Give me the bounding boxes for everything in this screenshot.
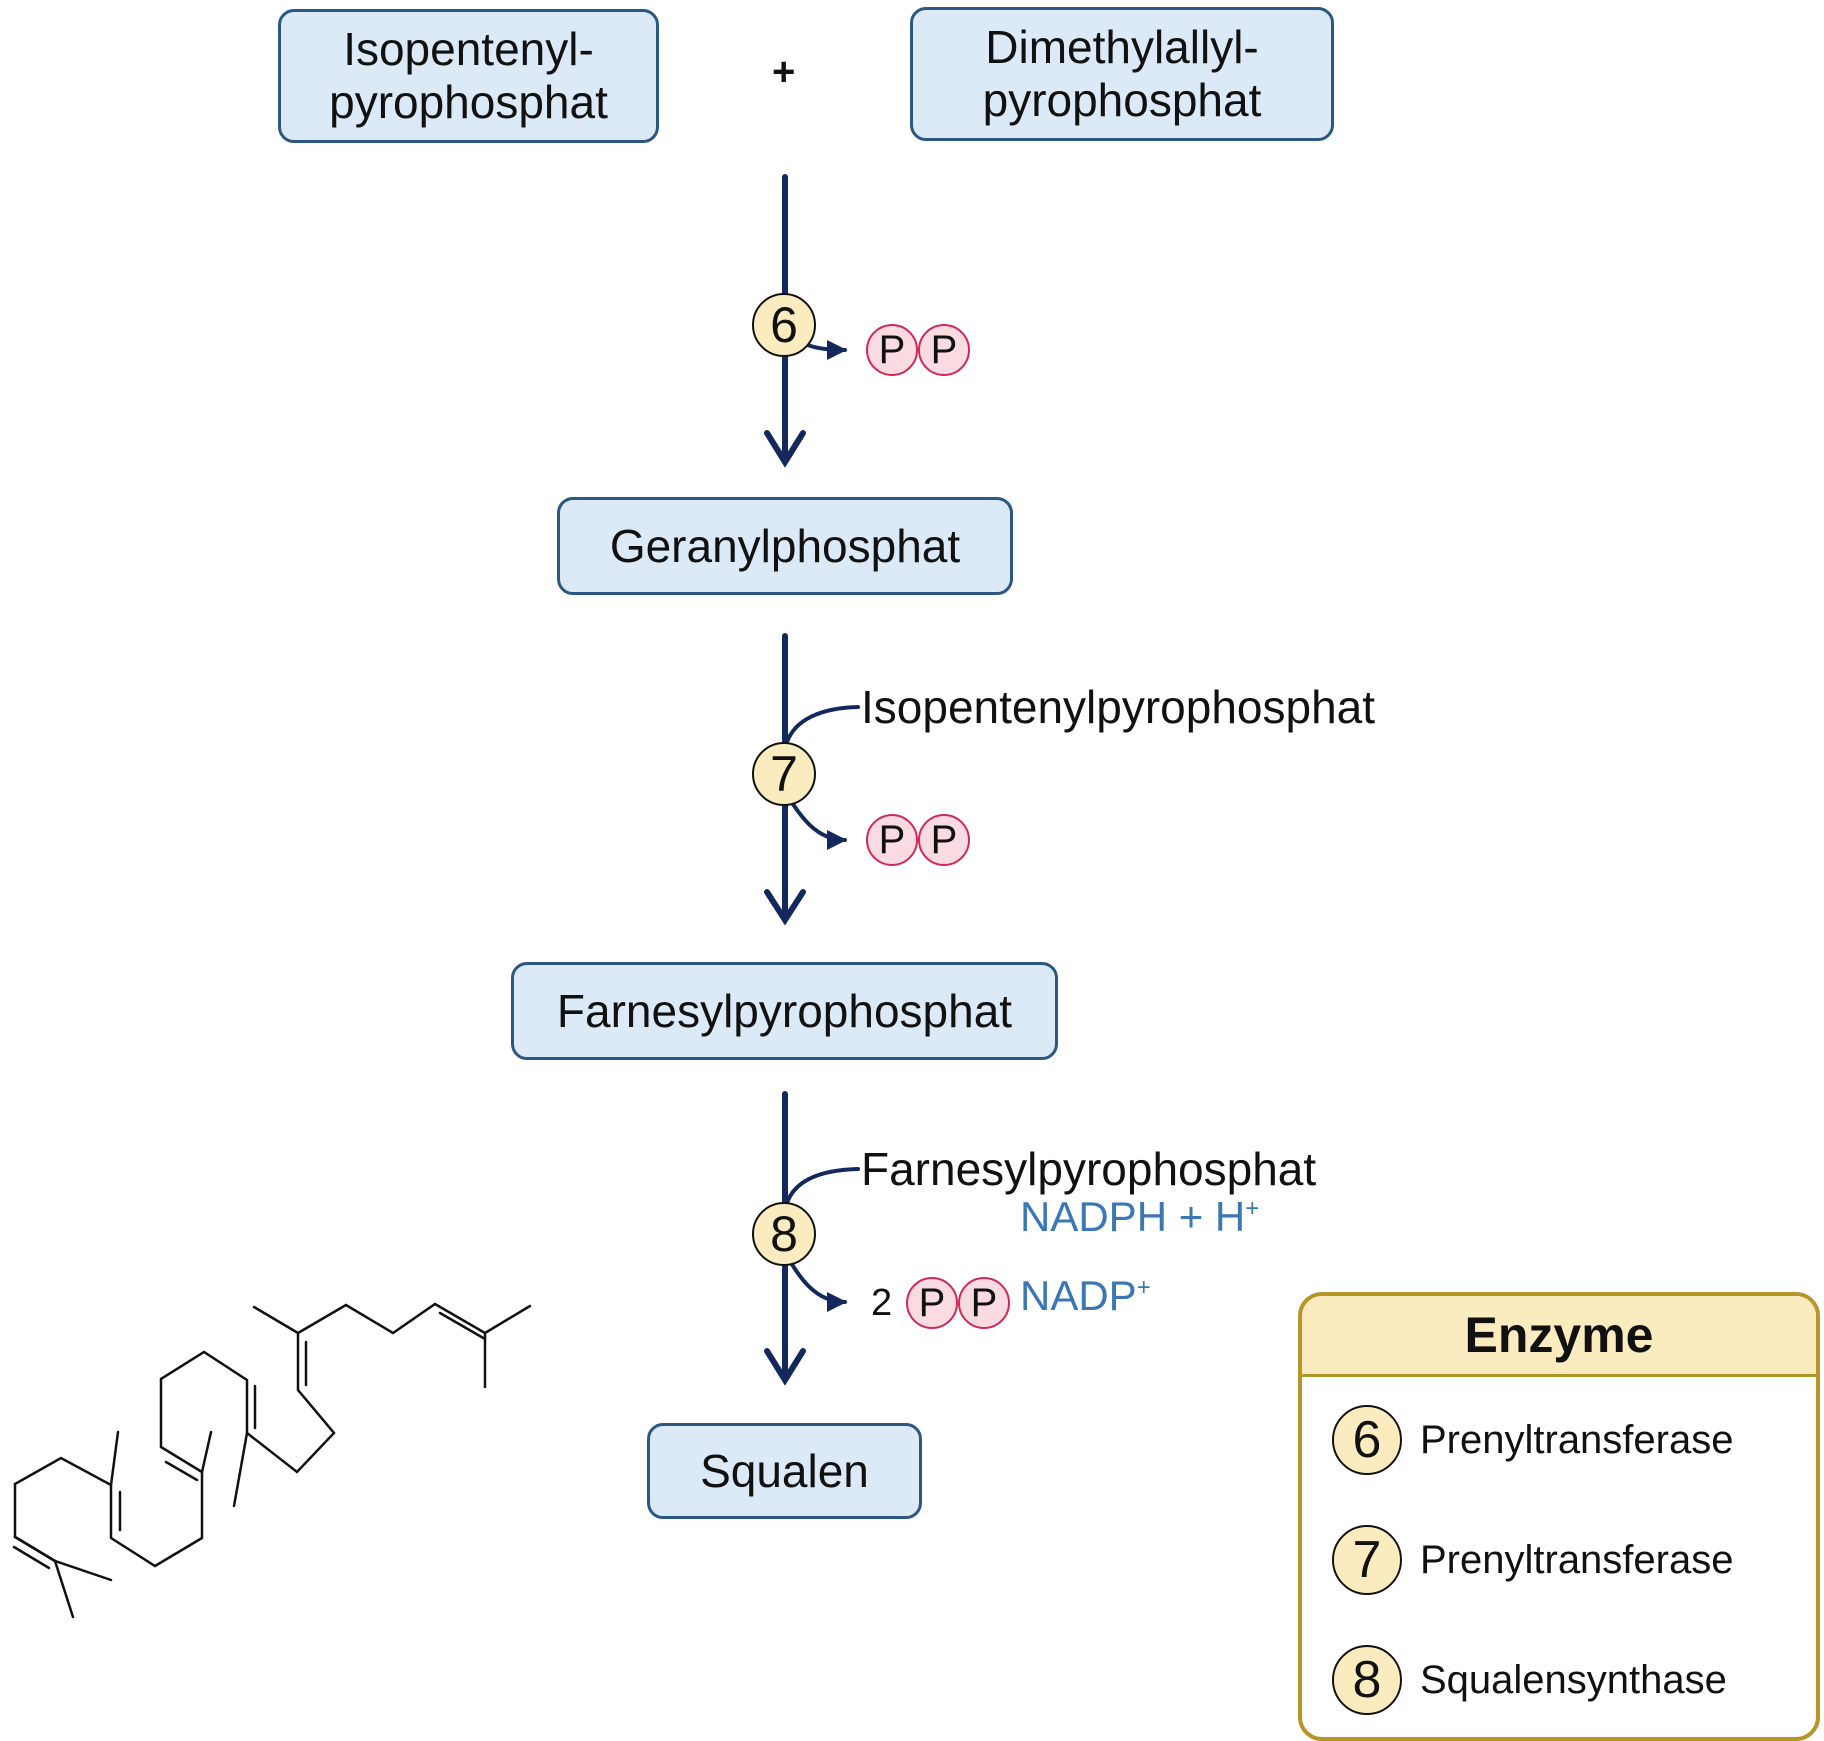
substrate-isopentenylpyrophosphat: Isopentenyl- pyrophosphat [278, 9, 659, 143]
substrate-dimethylallylpyrophosphat: Dimethylallyl- pyrophosphat [910, 7, 1334, 141]
cofactor-nadph: NADPH + H+ [1020, 1193, 1259, 1241]
legend-title: Enzyme [1302, 1296, 1816, 1377]
enzyme-6-circle: 6 [752, 293, 816, 357]
arrowhead-step-8 [764, 1348, 806, 1386]
released-prefix-8: 2 [871, 1282, 893, 1324]
phosphate-7b: P [918, 814, 970, 866]
enzyme-7-circle: 7 [752, 742, 816, 806]
product-geranylphosphat: Geranylphosphat [557, 497, 1013, 595]
legend-number-8: 8 [1332, 1645, 1402, 1715]
arrowhead-step-7 [764, 889, 806, 926]
input-curve-8 [785, 1167, 860, 1205]
phosphate-6b: P [918, 324, 970, 376]
legend-number-7: 7 [1332, 1525, 1402, 1595]
cofactor-in-8: Farnesylpyrophosphat [861, 1143, 1317, 1195]
squalene-structure [12, 1302, 532, 1619]
phosphate-8a: P [906, 1277, 958, 1329]
input-curve-7 [785, 705, 860, 744]
phosphate-8b: P [958, 1277, 1010, 1329]
product-farnesylpyrophosphat: Farnesylpyrophosphat [511, 962, 1058, 1060]
product-squalen: Squalen [647, 1423, 922, 1519]
legend-item-8: 8 Squalensynthase [1332, 1645, 1727, 1715]
released-nadp: NADP+ [1020, 1272, 1151, 1320]
legend-name-6: Prenyltransferase [1420, 1417, 1734, 1462]
cofactor-in-7: Isopentenylpyrophosphat [861, 681, 1376, 733]
released-nadp-text: NADP [1020, 1272, 1137, 1319]
legend-item-7: 7 Prenyltransferase [1332, 1525, 1733, 1595]
enzyme-legend: Enzyme 6 Prenyltransferase 7 Prenyltrans… [1298, 1292, 1820, 1741]
legend-item-6: 6 Prenyltransferase [1332, 1405, 1733, 1475]
phosphate-6a: P [866, 324, 918, 376]
released-nadp-sup: + [1136, 1274, 1151, 1301]
legend-name-7: Prenyltransferase [1420, 1537, 1734, 1582]
cofactor-nadph-text: NADPH + H [1020, 1193, 1246, 1240]
enzyme-8-circle: 8 [752, 1202, 816, 1266]
arrowhead-step-6 [764, 430, 806, 468]
legend-number-6: 6 [1332, 1405, 1402, 1475]
legend-name-8: Squalensynthase [1420, 1657, 1727, 1702]
plus-sign: + [772, 50, 796, 94]
cofactor-nadph-sup: + [1245, 1195, 1260, 1222]
phosphate-7a: P [866, 814, 918, 866]
